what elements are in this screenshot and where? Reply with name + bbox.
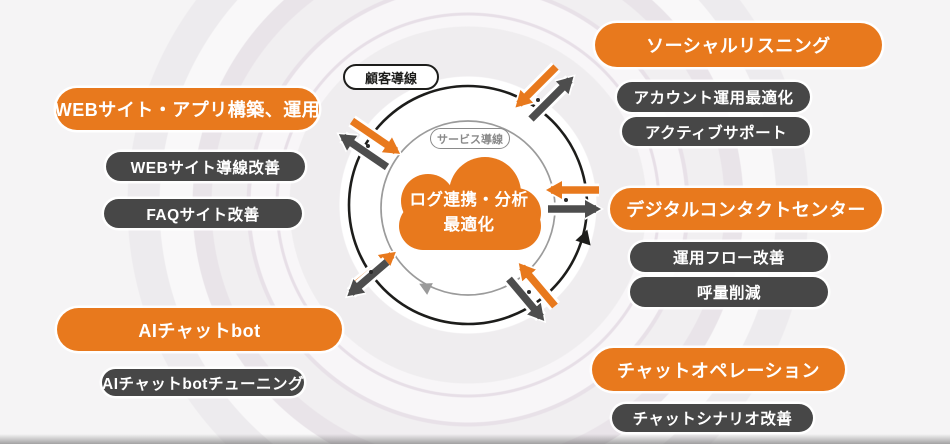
inbound-arrow-icon [515, 64, 559, 108]
service-loop-arrowhead-icon [419, 283, 433, 295]
item-pill-ai-chatbot-0: AIチャットbotチューニング [102, 369, 304, 396]
cloud-icon [399, 157, 541, 250]
item-pill-contact-center-1: 呼量削減 [630, 277, 828, 307]
arrow-pair-east [548, 190, 599, 209]
cloud-label-line1: ログ連携・分析 [409, 191, 529, 209]
item-pill-web-apps-0: WEBサイト導線改善 [106, 152, 305, 181]
cloud-label: ログ連携・分析 最適化 [396, 188, 542, 238]
outer-loop-label: 顧客導線 [343, 64, 439, 90]
item-pill-social-listening-1: アクティブサポート [622, 117, 810, 146]
item-pill-contact-center-0: 運用フロー改善 [630, 242, 828, 272]
category-pill-ai-chatbot: AIチャットbot [57, 308, 342, 351]
outbound-arrow-icon [338, 133, 390, 171]
pair-dot [527, 290, 531, 294]
category-pill-social-listening: ソーシャルリスニング [595, 23, 882, 67]
category-pill-web-apps: WEBサイト・アプリ構築、運用 [55, 88, 320, 130]
item-pill-chat-operation-0: チャットシナリオ改善 [612, 404, 813, 432]
category-pill-chat-operation: チャットオペレーション [592, 348, 845, 391]
pair-dot [366, 144, 370, 148]
pair-dot [564, 198, 568, 202]
outbound-arrow-icon [347, 259, 390, 297]
outbound-arrow-icon [506, 276, 545, 321]
outbound-arrow-icon [528, 76, 574, 122]
category-pill-contact-center: デジタルコンタクトセンター [610, 188, 882, 230]
arrow-pair-se [504, 263, 560, 321]
item-pill-web-apps-1: FAQサイト改善 [104, 199, 302, 228]
pair-dot [369, 270, 373, 274]
bottom-edge-shade [0, 434, 950, 444]
pair-dot [536, 98, 540, 102]
arrow-pair-sw [351, 255, 392, 293]
inner-loop-label: サービス導線 [430, 128, 510, 149]
arrow-pair-ne [515, 62, 574, 124]
item-pill-social-listening-0: アカウント運用最適化 [617, 82, 810, 112]
arrow-pair-nw [338, 115, 401, 173]
cloud-label-line2: 最適化 [443, 215, 495, 234]
inbound-arrow-icon [349, 117, 401, 155]
customer-loop-arrowhead-icon [575, 229, 591, 246]
inbound-arrow-icon [518, 263, 558, 309]
